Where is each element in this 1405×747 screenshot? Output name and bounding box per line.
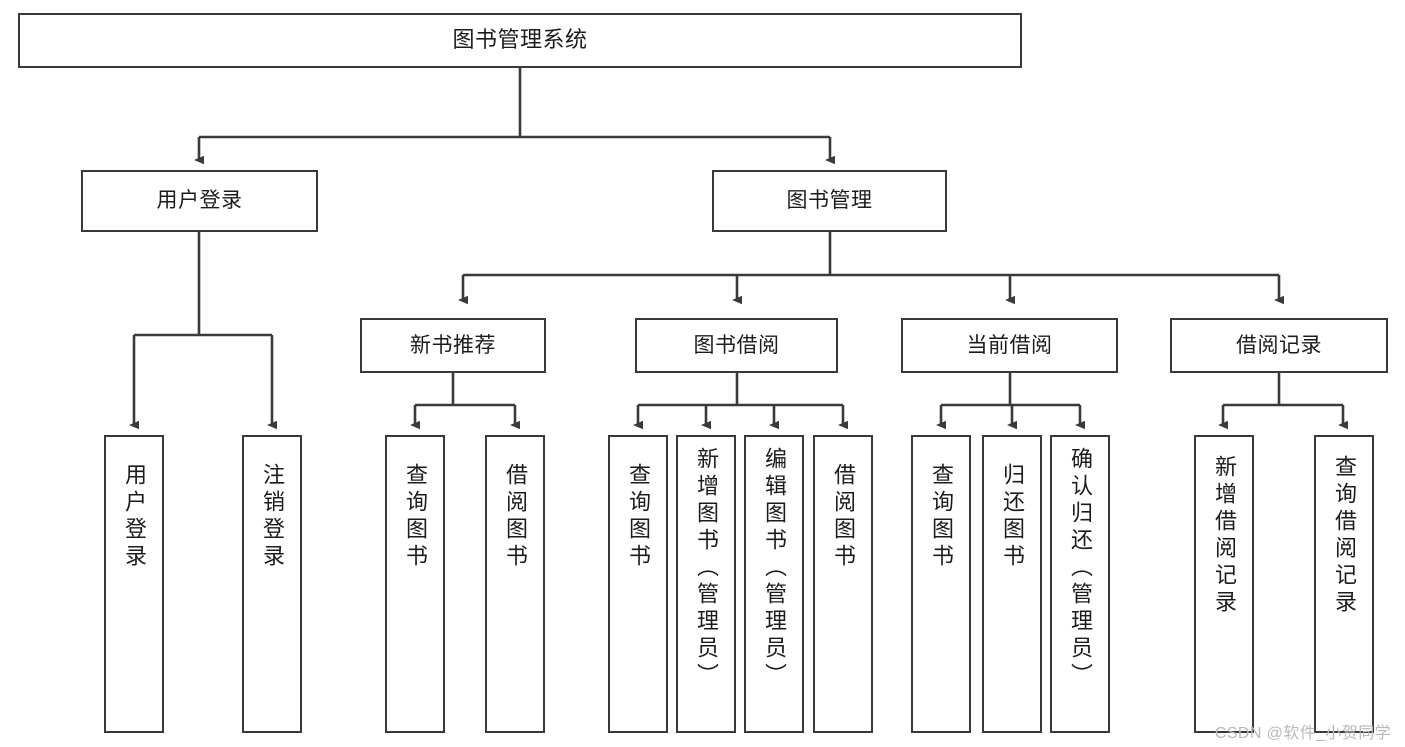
node-book-management[interactable]: 图书管理 [712, 170, 947, 232]
node-label: 查询图书 [403, 463, 428, 571]
node-label: 图书管理 [786, 189, 873, 213]
node-leaf-confirm-return[interactable]: 确认归还（管理员） [1050, 435, 1110, 733]
node-book-borrow[interactable]: 图书借阅 [635, 318, 838, 373]
node-label: 新增借阅记录 [1212, 455, 1237, 617]
node-label: 新书推荐 [410, 333, 496, 357]
node-user-login[interactable]: 用户登录 [81, 170, 318, 232]
node-label: 用户登录 [122, 463, 147, 571]
node-leaf-edit-book[interactable]: 编辑图书（管理员） [744, 435, 804, 733]
node-label: 编辑图书（管理员） [762, 447, 787, 690]
node-new-book-recommend[interactable]: 新书推荐 [360, 318, 546, 373]
node-label: 新增图书（管理员） [694, 447, 719, 690]
node-label: 借阅图书 [831, 463, 856, 571]
node-label: 借阅图书 [503, 463, 528, 571]
node-leaf-add-book[interactable]: 新增图书（管理员） [676, 435, 736, 733]
node-root-book-management-system[interactable]: 图书管理系统 [18, 13, 1022, 68]
node-label: 查询图书 [929, 463, 954, 571]
node-leaf-query-record[interactable]: 查询借阅记录 [1314, 435, 1374, 733]
node-label: 图书借阅 [693, 333, 780, 357]
node-label: 借阅记录 [1236, 333, 1322, 357]
node-label: 查询借阅记录 [1332, 455, 1357, 617]
node-leaf-borrow-book-1[interactable]: 借阅图书 [485, 435, 545, 733]
node-leaf-return-book[interactable]: 归还图书 [982, 435, 1042, 733]
node-leaf-add-record[interactable]: 新增借阅记录 [1194, 435, 1254, 733]
node-leaf-borrow-book-2[interactable]: 借阅图书 [813, 435, 873, 733]
node-label: 查询图书 [626, 463, 651, 571]
node-leaf-user-logout[interactable]: 注销登录 [242, 435, 302, 733]
csdn-watermark: CSDN @软件_小贺同学 [1214, 725, 1391, 742]
node-leaf-query-book-3[interactable]: 查询图书 [911, 435, 971, 733]
node-label: 确认归还（管理员） [1068, 447, 1093, 690]
node-current-borrow[interactable]: 当前借阅 [901, 318, 1118, 373]
node-label: 归还图书 [1000, 463, 1025, 571]
node-leaf-query-book-1[interactable]: 查询图书 [385, 435, 445, 733]
node-leaf-query-book-2[interactable]: 查询图书 [608, 435, 668, 733]
node-label: 用户登录 [156, 189, 243, 213]
node-borrow-record[interactable]: 借阅记录 [1170, 318, 1388, 373]
node-label: 图书管理系统 [452, 27, 588, 53]
node-label: 当前借阅 [966, 333, 1053, 357]
node-leaf-user-login[interactable]: 用户登录 [104, 435, 164, 733]
node-label: 注销登录 [260, 463, 285, 571]
